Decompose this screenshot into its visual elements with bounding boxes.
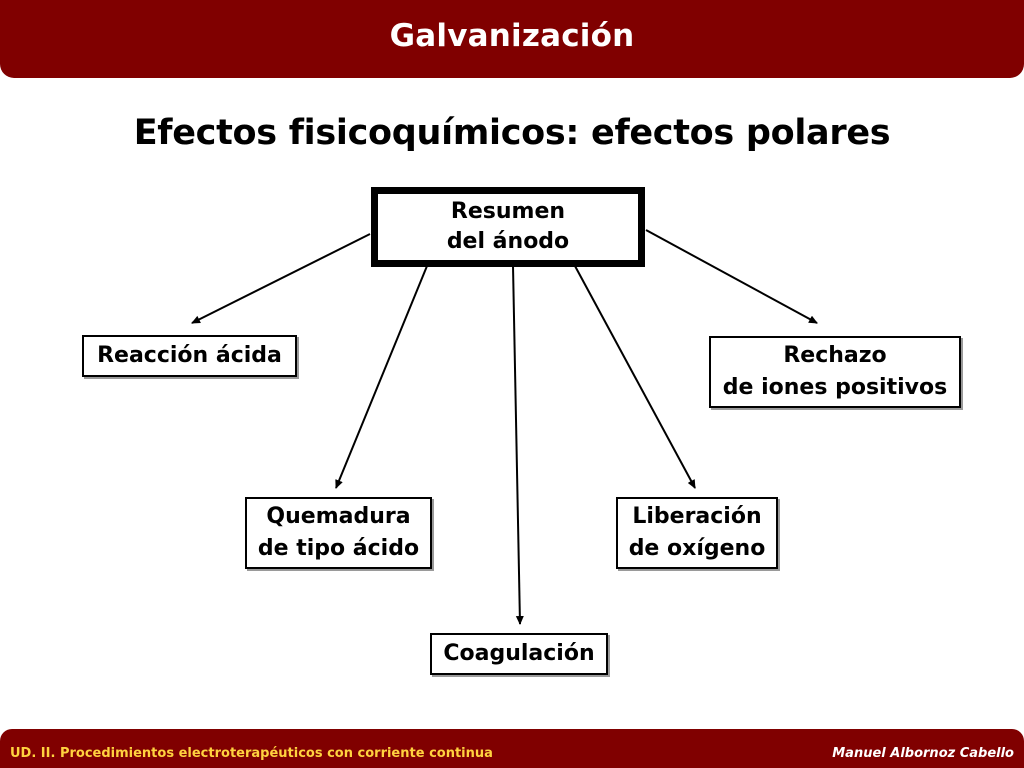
header-bar: Galvanización (0, 0, 1024, 78)
positive-ion-rejection-label: Rechazo de iones positivos (722, 343, 948, 400)
footer-bar: UD. II. Procedimientos electroterapéutic… (0, 729, 1024, 768)
arrow-to-positive-ion-rejection (645, 229, 818, 324)
arrow-to-oxygen-release (574, 265, 696, 489)
oxygen-release-node: Liberación de oxígeno (616, 497, 778, 569)
acid-reaction-node: Reacción ácida (82, 335, 297, 377)
acid-reaction-label: Reacción ácida (97, 343, 282, 368)
arrow-to-acid-burn (335, 265, 428, 489)
anode-summary-label: Resumen del ánodo (446, 199, 570, 254)
anode-summary-node: Resumen del ánodo (371, 187, 645, 267)
positive-ion-rejection-node: Rechazo de iones positivos (709, 336, 961, 408)
footer-author: Manuel Albornoz Cabello (832, 746, 1014, 761)
footer-course-title: UD. II. Procedimientos electroterapéutic… (10, 746, 493, 761)
acid-burn-node: Quemadura de tipo ácido (245, 497, 432, 569)
oxygen-release-label: Liberación de oxígeno (628, 504, 766, 561)
acid-burn-label: Quemadura de tipo ácido (257, 504, 420, 561)
coagulation-node: Coagulación (430, 633, 608, 675)
page-title: Efectos fisicoquímicos: efectos polares (133, 113, 891, 153)
coagulation-label: Coagulación (443, 641, 595, 666)
arrow-to-acid-reaction (191, 233, 371, 324)
header-title: Galvanización (389, 18, 635, 54)
arrow-to-coagulation (512, 265, 524, 625)
